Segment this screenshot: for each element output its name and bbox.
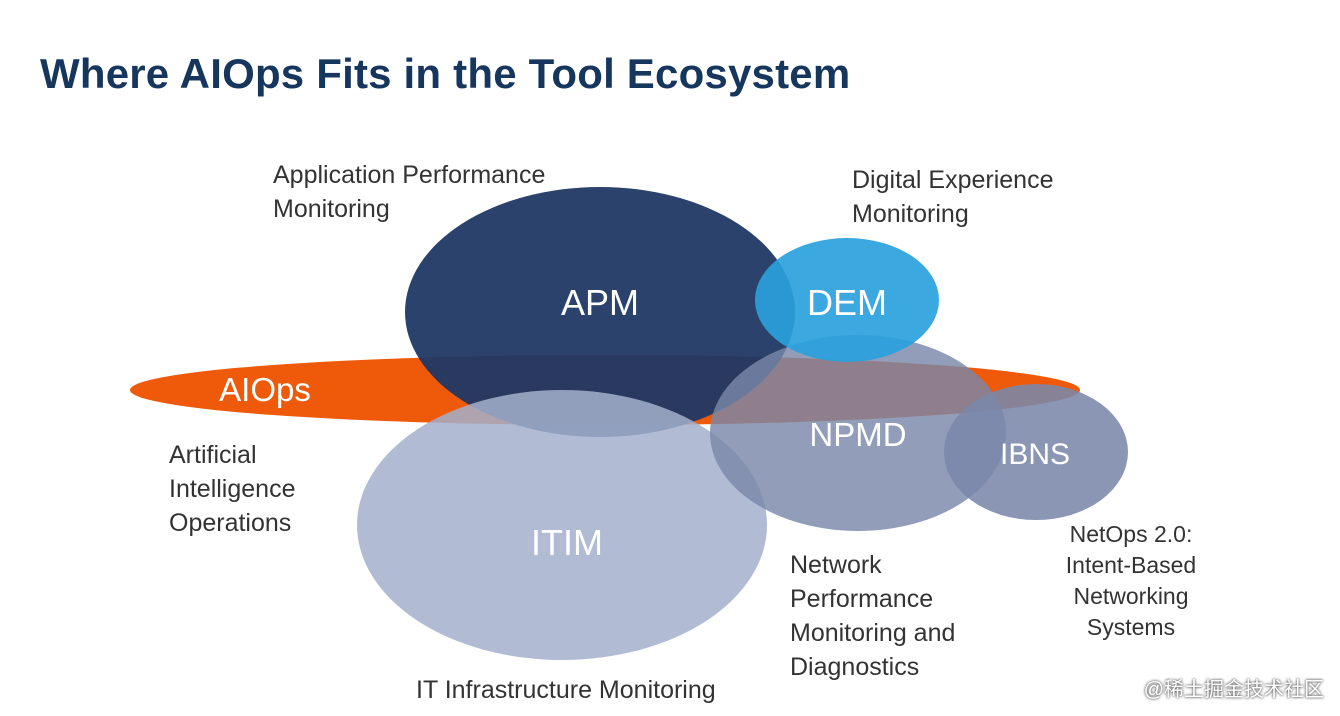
apm-caption-line-1: Application Performance — [273, 161, 546, 189]
aiops-caption-line-1: Artificial — [169, 441, 257, 469]
ibns-ellipse-label: IBNS — [1000, 438, 1070, 471]
ibns-caption-line-3: Networking — [1073, 583, 1189, 609]
ibns-caption-line-1: NetOps 2.0: — [1069, 521, 1193, 547]
npmd-ellipse — [710, 335, 1006, 531]
page-title: Where AIOps Fits in the Tool Ecosystem — [40, 50, 851, 97]
itim-ellipse — [357, 390, 767, 660]
apm-ellipse — [405, 187, 795, 437]
npmd-caption-line-1: Network — [790, 551, 882, 579]
dem-caption: Digital Experience Monitoring — [852, 163, 1054, 231]
npmd-caption-line-4: Diagnostics — [790, 653, 920, 681]
aiops-caption: Artificial Intelligence Operations — [169, 438, 295, 540]
aiops-ellipse-label: AIOps — [219, 371, 311, 408]
aiops-caption-line-2: Intelligence — [169, 475, 296, 503]
ibns-caption-line-2: Intent-Based — [1065, 552, 1197, 578]
aiops-caption-line-3: Operations — [169, 509, 292, 537]
npmd-caption: Network Performance Monitoring and Diagn… — [790, 548, 955, 684]
apm-caption-line-2: Monitoring — [273, 195, 390, 223]
dem-caption-line-2: Monitoring — [852, 200, 969, 228]
apm-caption: Application Performance Monitoring — [273, 158, 545, 226]
ibns-ellipse — [944, 384, 1128, 520]
ibns-caption: NetOps 2.0: Intent-Based Networking Syst… — [1058, 519, 1204, 643]
dem-ellipse-label: DEM — [807, 282, 887, 323]
dem-ellipse — [755, 238, 939, 362]
watermark: @稀土掘金技术社区 — [1143, 679, 1324, 701]
npmd-caption-line-2: Performance — [790, 585, 934, 613]
itim-caption-line-1: IT Infrastructure Monitoring — [416, 676, 716, 704]
dem-caption-line-1: Digital Experience — [852, 166, 1054, 194]
npmd-caption-line-3: Monitoring and — [790, 619, 956, 647]
itim-caption: IT Infrastructure Monitoring — [416, 673, 716, 707]
apm-ellipse-label: APM — [561, 282, 639, 323]
itim-ellipse-label: ITIM — [531, 522, 603, 563]
npmd-ellipse-label: NPMD — [809, 416, 906, 453]
ibns-caption-line-4: Systems — [1086, 614, 1176, 640]
